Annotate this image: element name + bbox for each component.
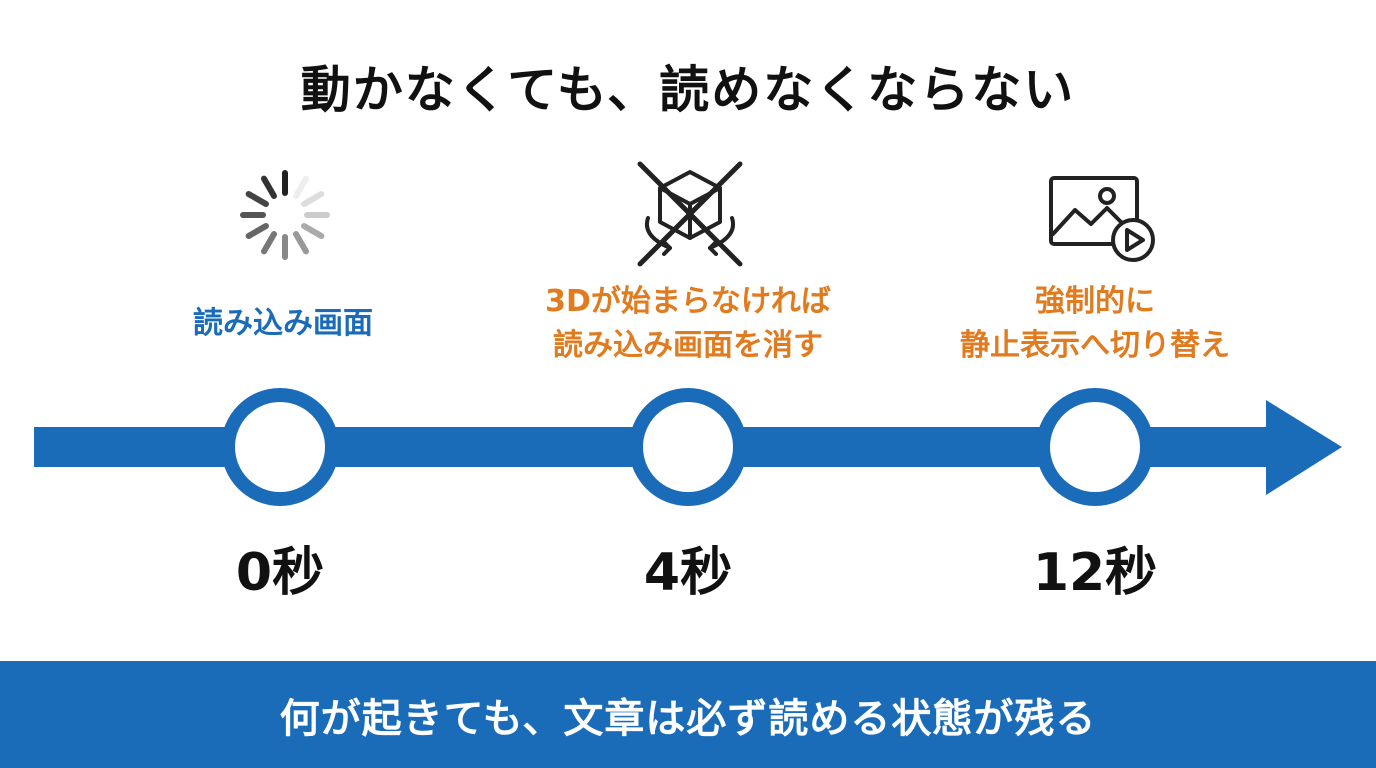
spinner-ray: [245, 223, 269, 239]
spinner-ray: [245, 191, 269, 207]
3d-disabled-icon: [637, 161, 743, 267]
spinner-ray: [293, 175, 309, 199]
spinner-ray: [261, 175, 277, 199]
footer-text: 何が起きても、文章は必ず読める状態が残る: [279, 695, 1097, 742]
spinner-ray: [293, 231, 309, 255]
step-label-line: 読み込み画面を消す: [553, 328, 823, 363]
time-label-0: 0秒: [235, 543, 325, 603]
step-label-line: 3Dが始まらなければ: [545, 284, 831, 319]
timeline-marker-0s: [221, 388, 339, 506]
page-title: 動かなくても、読めなくならない: [300, 61, 1076, 119]
step-label-line: 強制的に: [1035, 284, 1155, 319]
step-label-line: 読み込み画面: [193, 306, 373, 341]
timeline-arrowhead: [1266, 400, 1342, 495]
time-label-12: 12秒: [1032, 543, 1158, 603]
time-label-4: 4秒: [643, 543, 733, 603]
step-label-dismiss: 3Dが始まらなければ 読み込み画面を消す: [478, 280, 898, 368]
loading-spinner-icon: [240, 170, 330, 260]
spinner-ray: [301, 191, 325, 207]
spinner-ray: [261, 231, 277, 255]
step-label-static: 強制的に 静止表示へ切り替え: [885, 280, 1305, 368]
spinner-ray: [301, 223, 325, 239]
step-label-line: 静止表示へ切り替え: [960, 328, 1230, 363]
timeline-arrow: [34, 388, 1342, 506]
footer-banner: 何が起きても、文章は必ず読める状態が残る: [0, 661, 1376, 768]
timeline-marker-12s: [1036, 388, 1154, 506]
step-label-loading: 読み込み画面: [73, 302, 493, 346]
timeline-marker-4s: [629, 388, 747, 506]
image-video-icon: [1049, 176, 1155, 262]
